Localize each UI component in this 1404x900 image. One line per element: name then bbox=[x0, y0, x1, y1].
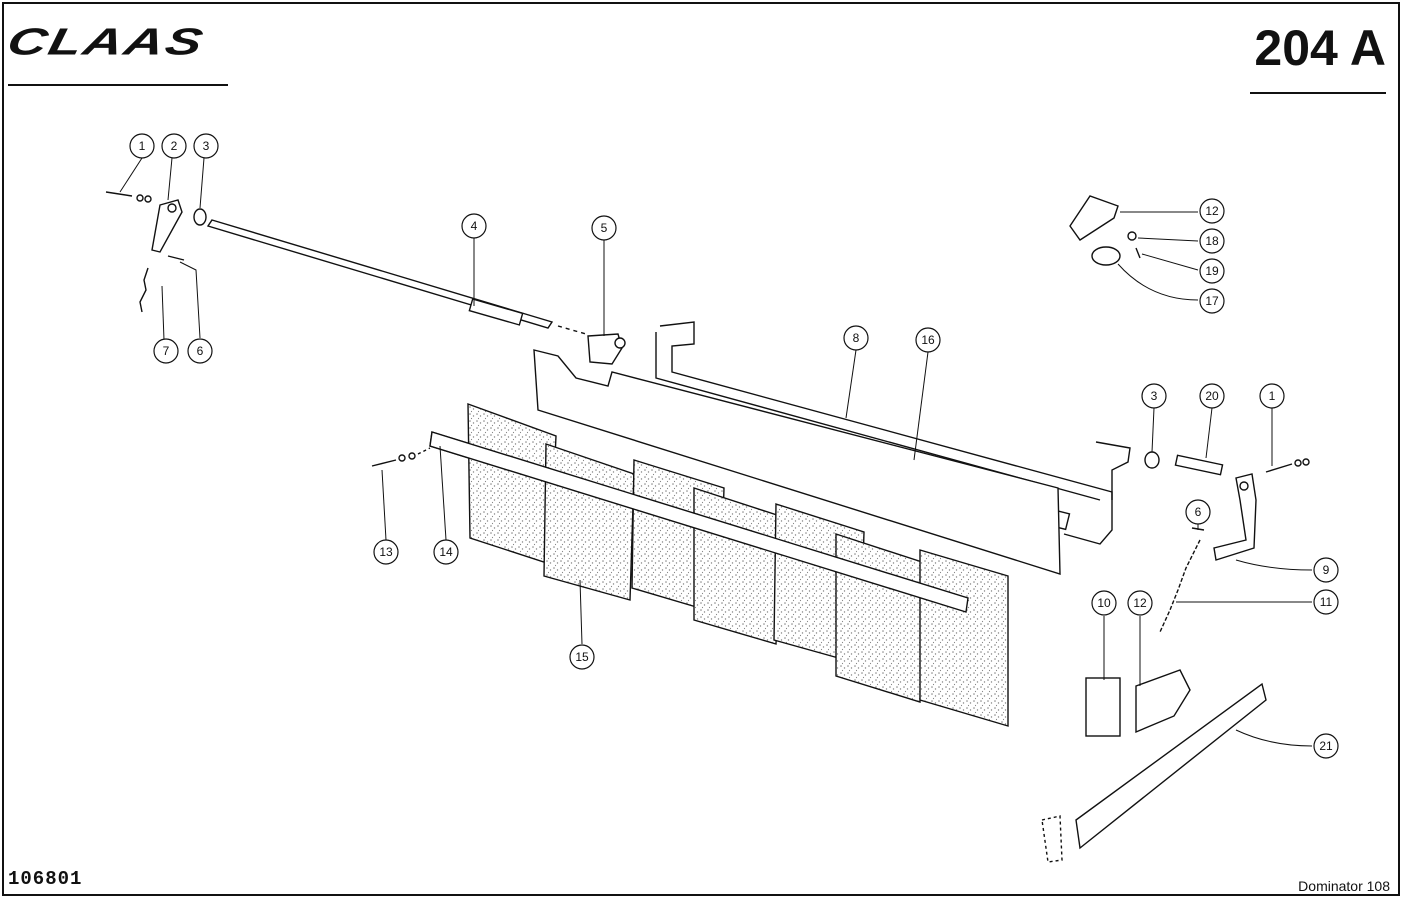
round-cover bbox=[1091, 246, 1121, 266]
right-bolt-assembly bbox=[1265, 458, 1310, 473]
support-bar-mount bbox=[1041, 815, 1063, 863]
svg-text:3: 3 bbox=[203, 139, 210, 153]
callouts: 1 2 3 4 5 6 7 bbox=[129, 133, 1339, 759]
left-pin bbox=[167, 255, 185, 261]
svg-text:10: 10 bbox=[1097, 596, 1111, 610]
svg-text:6: 6 bbox=[1195, 505, 1202, 519]
svg-text:21: 21 bbox=[1319, 739, 1333, 753]
svg-text:12: 12 bbox=[1133, 596, 1147, 610]
svg-text:5: 5 bbox=[601, 221, 608, 235]
center-bracket-hole bbox=[614, 337, 626, 349]
svg-text:11: 11 bbox=[1320, 595, 1333, 609]
svg-text:13: 13 bbox=[379, 545, 393, 559]
callout-10: 10 bbox=[1091, 590, 1117, 616]
svg-text:1: 1 bbox=[1269, 389, 1276, 403]
callout-1b: 1 bbox=[1259, 383, 1285, 409]
model-name: Dominator 108 bbox=[1298, 878, 1390, 894]
svg-text:7: 7 bbox=[163, 344, 170, 358]
flap-2 bbox=[543, 443, 635, 601]
svg-text:1: 1 bbox=[139, 139, 146, 153]
left-lever bbox=[151, 199, 183, 253]
logo-underline bbox=[8, 84, 228, 86]
small-screw bbox=[1135, 247, 1141, 259]
callout-9: 9 bbox=[1313, 557, 1339, 583]
drawing-parts bbox=[105, 191, 1310, 863]
right-sleeve bbox=[1174, 454, 1224, 476]
callout-21: 21 bbox=[1313, 733, 1339, 759]
callout-12b: 12 bbox=[1127, 590, 1153, 616]
svg-text:8: 8 bbox=[853, 331, 860, 345]
flap-bolt bbox=[371, 447, 431, 467]
callout-12a: 12 bbox=[1199, 198, 1225, 224]
callout-8: 8 bbox=[843, 325, 869, 351]
svg-text:4: 4 bbox=[471, 219, 478, 233]
flap-rail-front bbox=[429, 431, 969, 613]
plate-underline bbox=[1250, 92, 1386, 94]
flap-7 bbox=[919, 549, 1009, 727]
svg-text:15: 15 bbox=[575, 650, 589, 664]
callout-11: 11 bbox=[1313, 589, 1339, 615]
shaft-bracket bbox=[468, 298, 524, 326]
callout-16: 16 bbox=[915, 327, 941, 353]
hinge-plate-top bbox=[1069, 195, 1119, 241]
center-bracket bbox=[587, 333, 623, 365]
pipe-rail bbox=[659, 321, 1113, 545]
long-shaft bbox=[206, 219, 554, 329]
long-strip bbox=[533, 349, 1061, 575]
callout-7: 7 bbox=[153, 338, 179, 364]
svg-text:9: 9 bbox=[1323, 563, 1330, 577]
right-lever-hole bbox=[1239, 481, 1249, 491]
left-bolt-assembly bbox=[105, 191, 152, 203]
svg-text:2: 2 bbox=[171, 139, 178, 153]
pipe-elbow bbox=[1095, 441, 1131, 500]
callout-6b: 6 bbox=[1185, 499, 1211, 525]
left-washer bbox=[193, 208, 207, 226]
shaft-dash bbox=[557, 325, 587, 335]
svg-text:18: 18 bbox=[1205, 234, 1219, 248]
right-washer bbox=[1144, 451, 1160, 469]
callout-3b: 3 bbox=[1141, 383, 1167, 409]
callout-14: 14 bbox=[433, 539, 459, 565]
left-chain bbox=[139, 267, 149, 313]
svg-text:6: 6 bbox=[197, 344, 204, 358]
plate-number: 204 A bbox=[1254, 20, 1386, 76]
support-bar bbox=[1075, 682, 1267, 850]
callout-4: 4 bbox=[461, 213, 487, 239]
callout-15: 15 bbox=[569, 644, 595, 670]
flap-4 bbox=[693, 487, 781, 645]
flap-6 bbox=[835, 533, 923, 703]
callout-1a: 1 bbox=[129, 133, 155, 159]
callout-3a: 3 bbox=[193, 133, 219, 159]
right-lever bbox=[1213, 473, 1257, 561]
callout-17: 17 bbox=[1199, 288, 1225, 314]
pipe-rail-lower bbox=[655, 332, 1101, 501]
callout-20: 20 bbox=[1199, 383, 1225, 409]
svg-text:14: 14 bbox=[439, 545, 453, 559]
callout-18: 18 bbox=[1199, 228, 1225, 254]
svg-text:17: 17 bbox=[1205, 294, 1219, 308]
flap-1 bbox=[467, 402, 557, 565]
small-spring bbox=[1127, 231, 1137, 241]
document-number: 106801 bbox=[8, 868, 83, 890]
callout-6a: 6 bbox=[187, 338, 213, 364]
svg-text:12: 12 bbox=[1205, 204, 1219, 218]
callout-2: 2 bbox=[161, 133, 187, 159]
svg-text:19: 19 bbox=[1205, 264, 1219, 278]
leader-lines bbox=[119, 157, 1313, 747]
mounting-plate bbox=[1085, 677, 1121, 737]
callout-5: 5 bbox=[591, 215, 617, 241]
right-chain bbox=[1159, 539, 1201, 633]
svg-text:16: 16 bbox=[921, 333, 935, 347]
hinge-plate-lower bbox=[1135, 669, 1191, 734]
svg-text:20: 20 bbox=[1205, 389, 1219, 403]
callout-19: 19 bbox=[1199, 258, 1225, 284]
svg-text:3: 3 bbox=[1151, 389, 1158, 403]
callout-13: 13 bbox=[373, 539, 399, 565]
